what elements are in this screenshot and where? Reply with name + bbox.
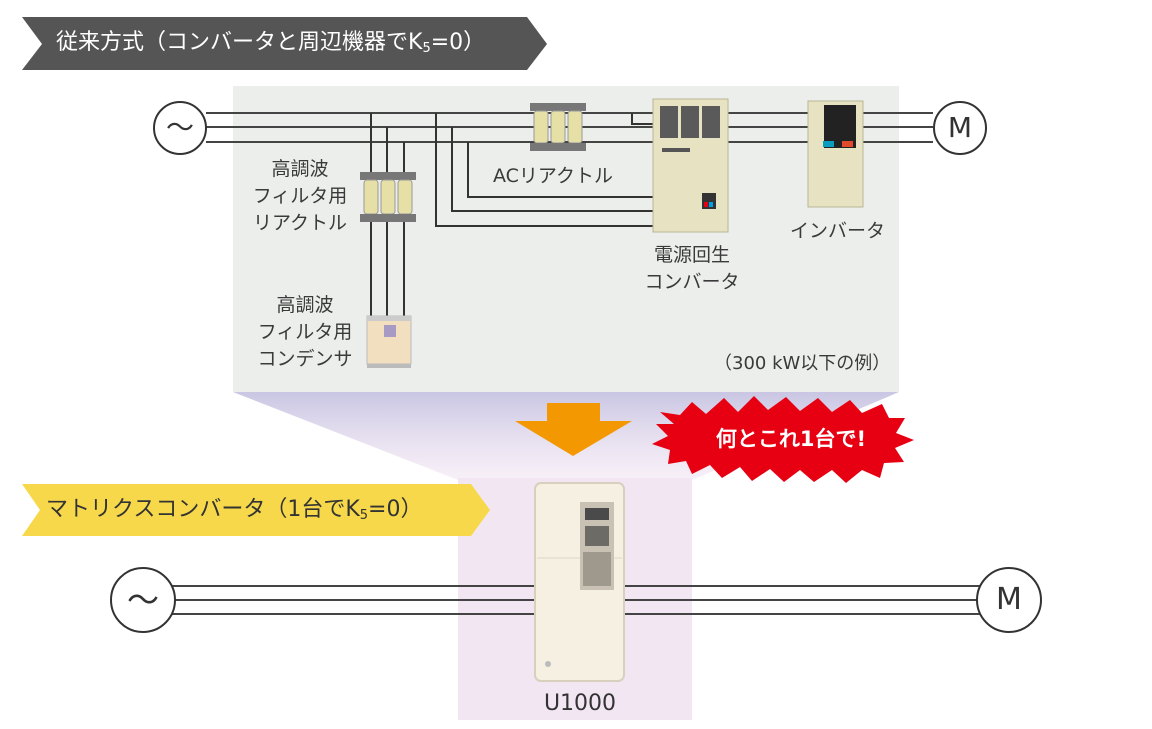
conventional-panel: [233, 86, 899, 392]
conventional-banner-shape: [22, 17, 547, 70]
ac-reactor-label: ACリアクトル: [493, 165, 613, 187]
regen-converter-cabinet: [652, 98, 729, 233]
motor-symbol-bottom: M: [996, 582, 1022, 617]
ac-source-circle-bottom: [110, 567, 176, 633]
ac-reactor: [530, 103, 586, 151]
harmonic-filter-reactor-label: 高調波 フィルタ用 リアクトル: [252, 158, 348, 234]
regen-converter-label: 電源回生 コンバータ: [644, 244, 740, 293]
ac-source-circle-top: [153, 101, 207, 155]
example-note: （300 kW以下の例）: [714, 353, 891, 374]
motor-symbol-top: M: [947, 111, 973, 144]
ac-source-symbol-bottom: 〜: [126, 581, 159, 619]
callout-text: 何とこれ1台で!: [715, 427, 867, 451]
inverter-unit: [807, 100, 864, 208]
motor-circle-top: [933, 101, 987, 155]
u1000-unit: [534, 482, 625, 682]
matrix-banner-title: マトリクスコンバータ（1台でK5=0）: [46, 497, 423, 523]
down-arrow: [515, 403, 632, 456]
callout-burst: [652, 396, 914, 483]
product-name-label: U1000: [543, 691, 617, 716]
harmonic-filter-capacitor: [366, 315, 412, 368]
harmonic-filter-reactor: [360, 172, 416, 222]
inverter-label: インバータ: [790, 220, 886, 242]
motor-circle-bottom: [976, 567, 1042, 633]
matrix-banner-shape: [22, 484, 490, 536]
harmonic-filter-capacitor-label: 高調波 フィルタ用 コンデンサ: [257, 294, 353, 370]
converter-wiring: [435, 113, 653, 227]
conventional-banner-title: 従来方式（コンバータと周辺機器でK5=0）: [56, 30, 486, 56]
ac-source-symbol-top: 〜: [165, 111, 194, 144]
